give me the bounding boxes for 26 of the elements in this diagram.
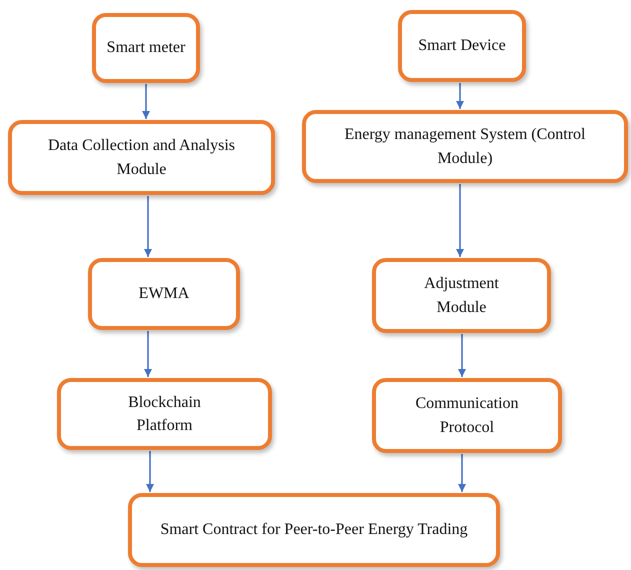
arrow xyxy=(458,334,466,377)
box-label: Smart Device xyxy=(418,36,506,56)
arrow xyxy=(144,196,152,257)
box-label: Energy management System (Control Module) xyxy=(344,125,586,168)
process-box xyxy=(372,258,551,333)
arrow xyxy=(144,331,152,377)
process-box xyxy=(128,493,500,567)
arrow xyxy=(456,184,464,257)
process-box xyxy=(57,378,272,450)
box-label: EWMA xyxy=(138,284,190,304)
box-label: Data Collection and Analysis Module xyxy=(46,136,236,180)
box-label: Blockchain Platform xyxy=(127,392,202,436)
process-box xyxy=(372,378,562,453)
box-label: Adjustment Module xyxy=(423,274,500,318)
box-label: Smart Contract for Peer-to-Peer Energy Trading xyxy=(160,520,468,540)
arrow xyxy=(146,451,154,492)
box-label: Smart meter xyxy=(106,38,186,58)
process-box xyxy=(302,110,628,183)
arrow xyxy=(456,83,464,109)
arrow xyxy=(458,454,466,492)
arrow xyxy=(142,84,150,119)
process-box xyxy=(88,258,240,330)
process-box xyxy=(92,13,200,83)
process-box xyxy=(398,10,526,82)
box-label: Communication Protocol xyxy=(414,394,520,438)
process-box xyxy=(8,120,275,195)
